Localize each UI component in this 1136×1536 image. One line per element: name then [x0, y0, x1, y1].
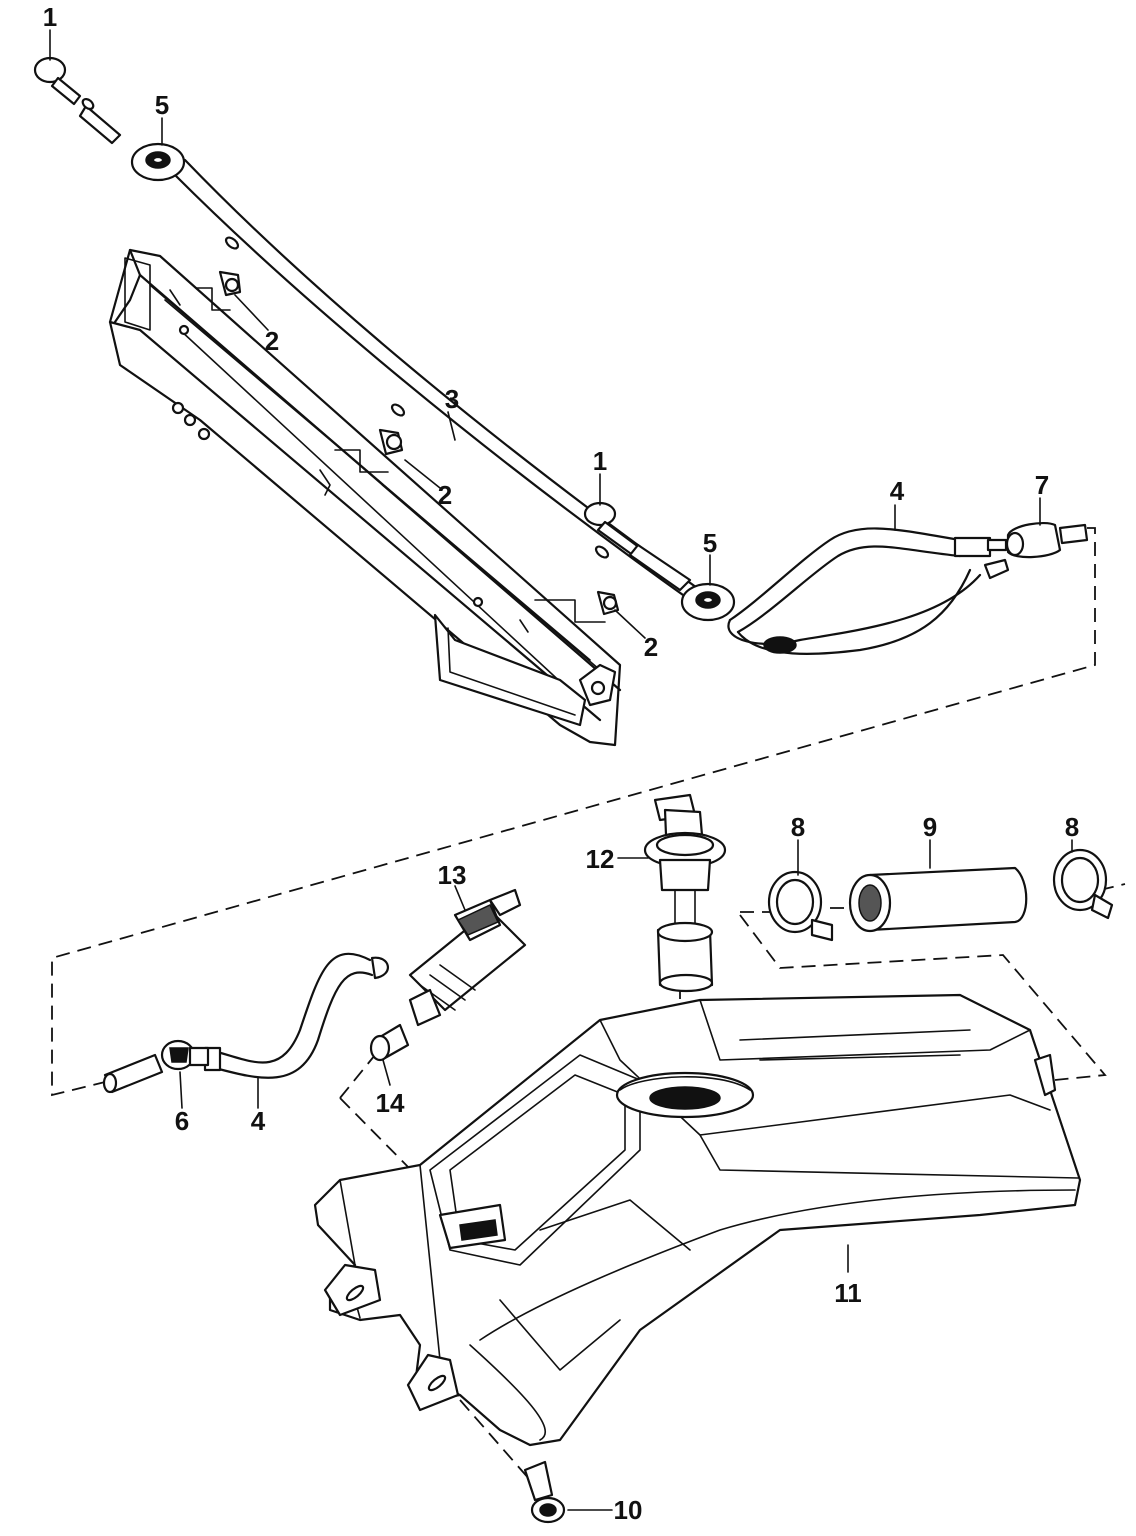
hose-connector — [102, 1039, 210, 1094]
hose-clamp-right — [1052, 848, 1114, 920]
callout-8-right: 8 — [1065, 812, 1079, 842]
callout-1-middle: 1 — [593, 446, 607, 476]
check-valve — [983, 521, 1089, 580]
callout-1-top: 1 — [43, 2, 57, 32]
washer-nozzle-left — [33, 56, 122, 145]
callout-4-upper: 4 — [890, 476, 905, 506]
filler-cap-level-sensor — [643, 793, 727, 993]
callout-14: 14 — [376, 1088, 405, 1118]
callout-6: 6 — [175, 1106, 189, 1136]
washer-hose-lower — [203, 952, 389, 1079]
callout-13: 13 — [438, 860, 467, 890]
washer-pump — [408, 888, 527, 1027]
front-bumper-beam — [108, 248, 622, 747]
callout-5-top: 5 — [155, 90, 169, 120]
hose-clamp-left — [767, 870, 834, 942]
hose-clip-3 — [534, 590, 620, 623]
callout-8-left: 8 — [791, 812, 805, 842]
hose-clip-2 — [334, 428, 404, 473]
grommet-middle — [680, 582, 736, 622]
callout-2-second: 2 — [438, 480, 452, 510]
grommet-top — [130, 142, 186, 182]
washer-hose-upper — [727, 527, 992, 655]
callout-3: 3 — [445, 384, 459, 414]
callout-5-middle: 5 — [703, 528, 717, 558]
pump-grommet — [369, 1023, 410, 1062]
callout-2-third: 2 — [644, 632, 658, 662]
mounting-bolt — [523, 1460, 566, 1524]
washer-hose-long — [173, 158, 702, 602]
filter-sleeve — [848, 866, 1028, 933]
callout-4-lower: 4 — [251, 1106, 266, 1136]
callout-11: 11 — [834, 1278, 862, 1308]
callout-10: 10 — [614, 1495, 643, 1525]
callout-12: 12 — [586, 844, 615, 874]
hose-clip-1 — [195, 270, 242, 311]
callout-9: 9 — [923, 812, 937, 842]
callout-2-first: 2 — [265, 326, 279, 356]
callout-labels: 1 5 2 3 2 1 4 7 5 2 8 9 8 12 13 14 6 4 1… — [43, 2, 1079, 1525]
callout-leaders — [49, 29, 1073, 1511]
callout-7: 7 — [1035, 470, 1049, 500]
washer-fluid-reservoir — [313, 993, 1082, 1447]
